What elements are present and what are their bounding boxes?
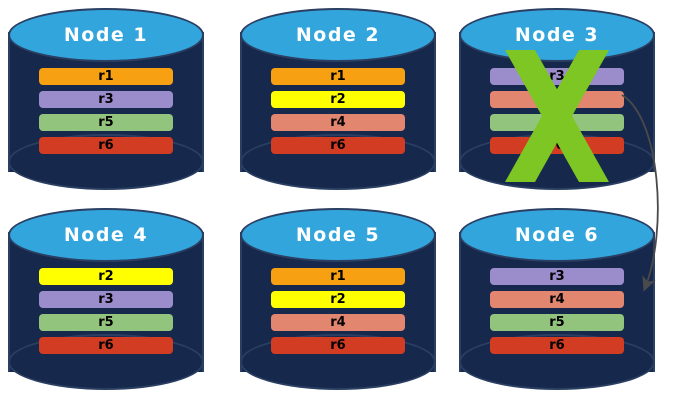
data-row-r3: r3 — [490, 68, 624, 85]
node-rows: r1 r3 r5 r6 — [39, 68, 173, 154]
data-row-r4: r4 — [271, 314, 405, 331]
node-rows: r3 r4 r5 r6 — [490, 68, 624, 154]
data-row-r3: r3 — [39, 291, 173, 308]
data-row-r6: r6 — [271, 337, 405, 354]
data-row-r6: r6 — [39, 337, 173, 354]
node-rows: r1 r2 r4 r6 — [271, 268, 405, 354]
cylinder-top — [240, 208, 436, 262]
cylinder-top — [240, 8, 436, 62]
data-row-r6: r6 — [490, 337, 624, 354]
data-row-r5: r5 — [39, 314, 173, 331]
data-row-r5: r5 — [490, 314, 624, 331]
node-rows: r1 r2 r4 r6 — [271, 68, 405, 154]
data-row-r2: r2 — [271, 91, 405, 108]
data-row-r2: r2 — [39, 268, 173, 285]
data-row-r4: r4 — [490, 291, 624, 308]
data-row-r2: r2 — [271, 291, 405, 308]
data-row-r4: r4 — [490, 91, 624, 108]
data-row-r6: r6 — [490, 137, 624, 154]
data-row-r3: r3 — [490, 268, 624, 285]
cylinder-top — [459, 208, 655, 262]
data-row-r6: r6 — [271, 137, 405, 154]
data-row-r1: r1 — [271, 68, 405, 85]
cylinder-top — [459, 8, 655, 62]
data-row-r4: r4 — [271, 114, 405, 131]
data-row-r1: r1 — [39, 68, 173, 85]
node-rows: r2 r3 r5 r6 — [39, 268, 173, 354]
data-row-r5: r5 — [39, 114, 173, 131]
data-row-r3: r3 — [39, 91, 173, 108]
cylinder-top — [8, 8, 204, 62]
data-row-r6: r6 — [39, 137, 173, 154]
data-row-r5: r5 — [490, 114, 624, 131]
node-rows: r3 r4 r5 r6 — [490, 268, 624, 354]
cylinder-top — [8, 208, 204, 262]
data-row-r1: r1 — [271, 268, 405, 285]
